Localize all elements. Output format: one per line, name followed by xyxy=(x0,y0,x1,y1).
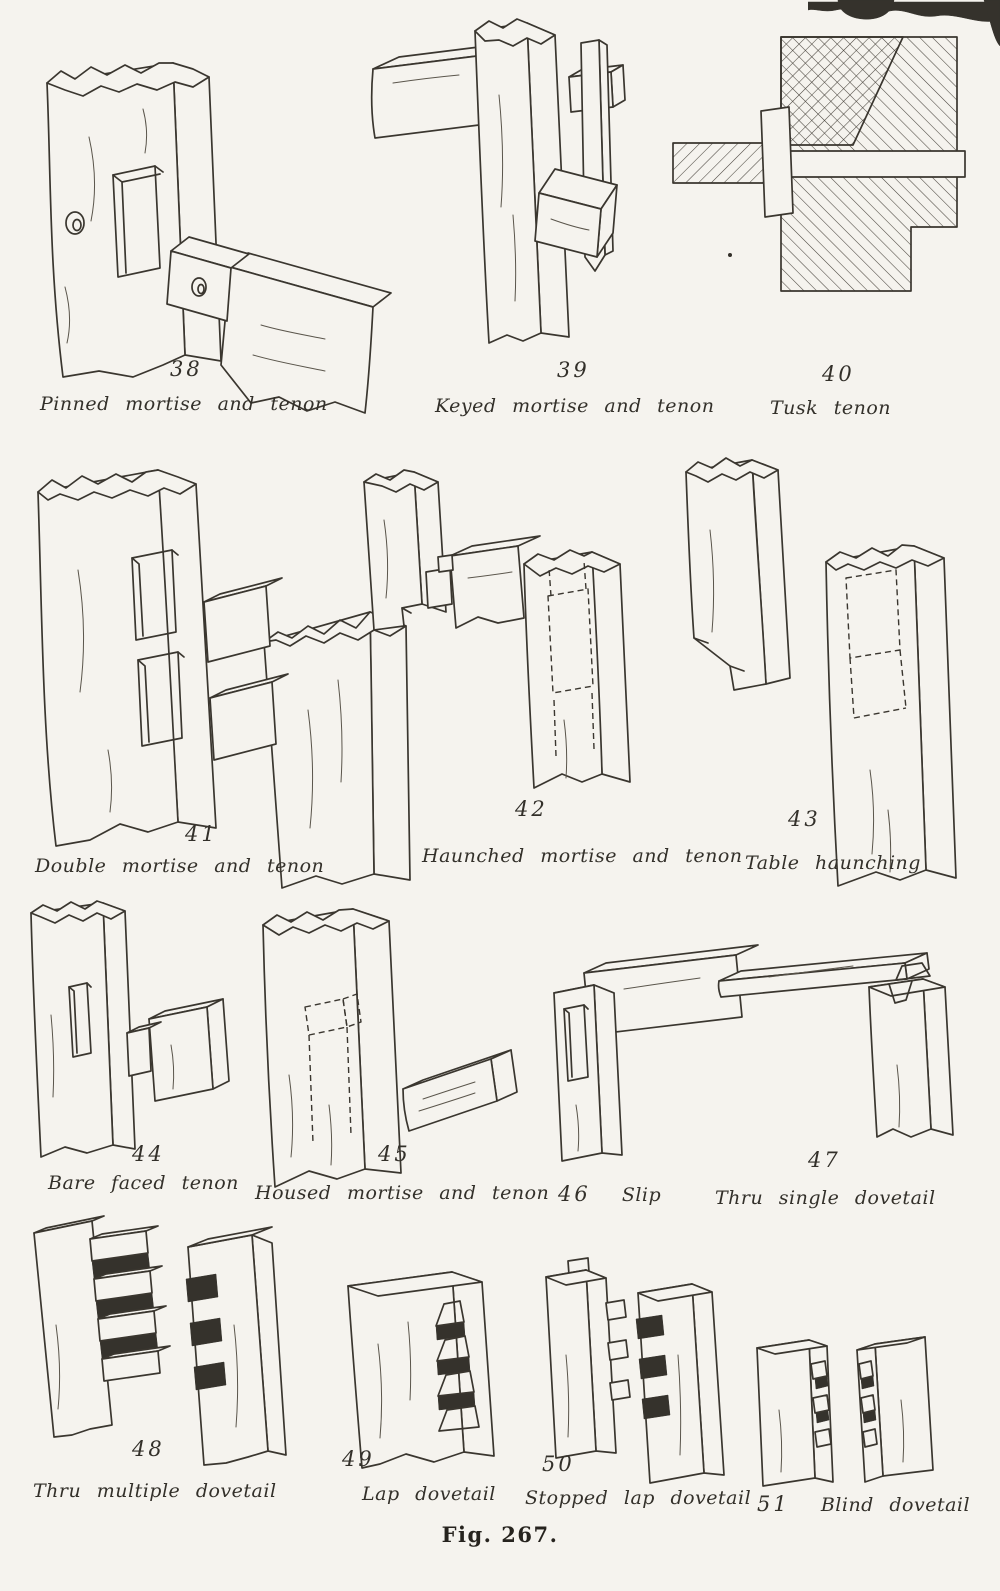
mortised-post xyxy=(46,62,222,378)
figure-number: 51 xyxy=(757,1492,790,1516)
figure-label: Double mortise and tenon xyxy=(35,855,325,877)
mortised-leg xyxy=(825,544,957,887)
figure-label: Lap dovetail xyxy=(362,1483,496,1505)
figure-48: 48 Thru multiple dovetail xyxy=(20,1205,290,1505)
figure-40: 40 Tusk tenon xyxy=(665,25,975,425)
figure-number: 42 xyxy=(515,797,548,821)
lap-dovetail-drawing xyxy=(347,1271,495,1469)
figure-label: Housed mortise and tenon xyxy=(255,1182,550,1204)
lap-dovetail-board xyxy=(347,1271,495,1469)
thru-single-dovetail-drawing xyxy=(717,952,954,1138)
bare-faced-tenon-piece xyxy=(126,998,230,1102)
figure-label: Blind dovetail xyxy=(820,1494,971,1516)
right-board xyxy=(856,1336,934,1483)
pinned-mortise-and-tenon-drawing xyxy=(46,62,392,414)
figure-number: 44 xyxy=(132,1142,165,1166)
figure-label: Haunched mortise and tenon xyxy=(422,845,743,867)
figure-47: 47 Thru single dovetail xyxy=(705,935,970,1210)
pinned-tenon-piece xyxy=(166,236,392,414)
figure-number: 38 xyxy=(170,357,203,381)
figure-label: Keyed mortise and tenon xyxy=(435,395,715,417)
tusk-key xyxy=(760,106,794,218)
figure-caption: Fig. 267. xyxy=(441,1522,559,1547)
ink-speck xyxy=(728,253,732,257)
rail xyxy=(583,944,759,1036)
beam-and-tenon xyxy=(672,142,966,184)
stopped-lap-dovetail-drawing xyxy=(545,1257,725,1484)
slip-joint-drawing xyxy=(553,944,759,1162)
figure-number: 50 xyxy=(542,1452,575,1476)
rail xyxy=(370,43,504,139)
mortised-post xyxy=(37,469,217,847)
pin-board xyxy=(33,1215,171,1438)
slotted-piece xyxy=(553,984,623,1162)
figure-number: 39 xyxy=(557,358,590,382)
figure-42: 42 Haunched mortise and tenon xyxy=(350,460,742,870)
table-haunching-drawing xyxy=(685,457,957,887)
figure-38: 38 Pinned mortise and tenon xyxy=(25,25,415,440)
figure-label: Thru single dovetail xyxy=(715,1187,936,1209)
bare-faced-tenon-drawing xyxy=(30,900,230,1158)
figure-51: 51 Blind dovetail xyxy=(745,1320,970,1516)
figure-label-line: 46 Slip xyxy=(558,1182,661,1206)
figure-label: Pinned mortise and tenon xyxy=(40,393,328,415)
figure-number: 45 xyxy=(378,1142,411,1166)
figure-49: 49 Lap dovetail xyxy=(330,1260,520,1505)
tail-board xyxy=(185,1226,287,1466)
double-mortise-and-tenon-drawing xyxy=(37,469,411,889)
figure-number: 41 xyxy=(185,822,218,846)
pin-piece xyxy=(545,1257,631,1459)
figure-label: Slip xyxy=(621,1184,662,1206)
thru-multiple-dovetail-drawing xyxy=(33,1215,287,1466)
socket-piece xyxy=(635,1283,725,1484)
figure-number: 47 xyxy=(808,1148,841,1172)
dovetail-board xyxy=(717,952,931,998)
scan-ink-blob xyxy=(808,0,1000,47)
figure-label: Tusk tenon xyxy=(770,397,892,419)
figure-number: 48 xyxy=(132,1437,165,1461)
left-board xyxy=(756,1339,834,1487)
haunched-rail xyxy=(425,535,541,629)
figure-number: 49 xyxy=(342,1447,375,1471)
figure-number: 40 xyxy=(822,362,855,386)
figure-label: Thru multiple dovetail xyxy=(33,1480,277,1502)
double-tenon-piece xyxy=(203,577,411,889)
figure-45: 45 Housed mortise and tenon xyxy=(245,895,549,1205)
keyed-mortise-and-tenon-drawing xyxy=(370,18,626,344)
figure-50: 50 Stopped lap dovetail xyxy=(520,1255,751,1510)
mortised-post xyxy=(30,900,136,1158)
key-block xyxy=(534,168,618,258)
post xyxy=(868,978,954,1138)
figure-label: Stopped lap dovetail xyxy=(525,1487,752,1509)
figure-label: Table haunching xyxy=(745,852,921,874)
tenon-bar xyxy=(402,1049,518,1132)
figure-44: 44 Bare faced tenon xyxy=(25,895,240,1195)
figure-39: 39 Keyed mortise and tenon xyxy=(365,5,714,425)
mortised-post xyxy=(523,549,631,789)
blind-dovetail-drawing xyxy=(756,1336,934,1487)
figure-43: 43 Table haunching xyxy=(670,450,970,890)
tusk-tenon-drawing xyxy=(672,36,966,292)
figure-number: 43 xyxy=(788,807,821,831)
figure-label: Bare faced tenon xyxy=(48,1172,239,1194)
figure-label-line: 51 Blind dovetail xyxy=(757,1492,970,1516)
haunched-mortise-and-tenon-drawing xyxy=(363,469,631,789)
housed-post xyxy=(262,908,402,1188)
figure-number: 46 xyxy=(558,1182,591,1206)
housed-mortise-and-tenon-drawing xyxy=(262,908,518,1188)
figure-41: 41 Double mortise and tenon xyxy=(20,450,430,905)
figure-46: 46 Slip xyxy=(540,925,770,1206)
haunched-tenon-piece xyxy=(685,457,791,691)
